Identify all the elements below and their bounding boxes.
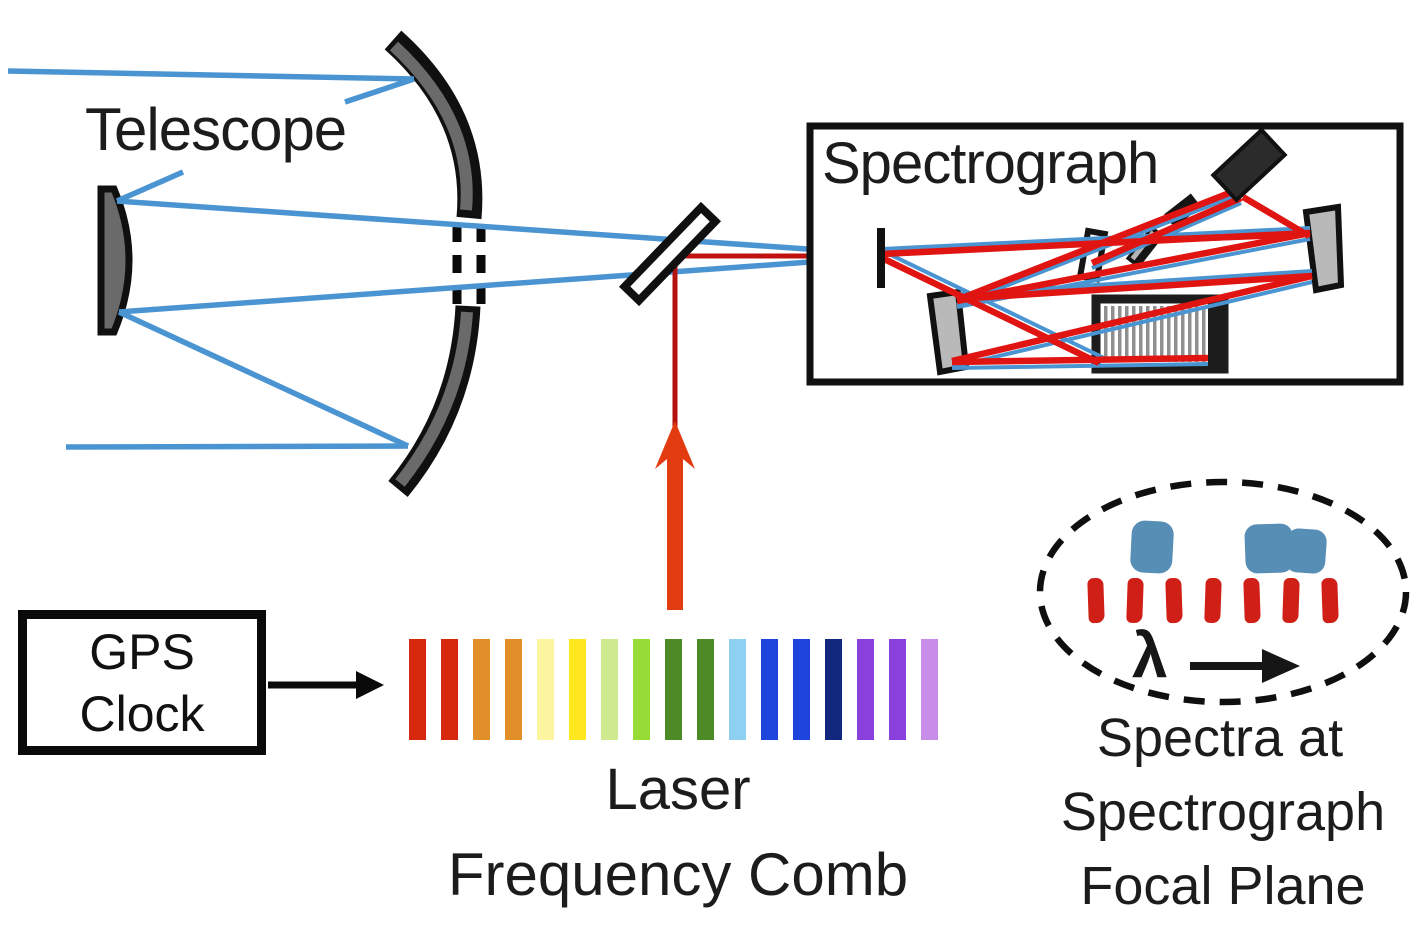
focal-plane-caption-line2: Spectrograph bbox=[1060, 782, 1386, 842]
starlight-rays bbox=[7, 68, 880, 450]
comb-spectrum-mark bbox=[1087, 577, 1105, 624]
focal-plane-caption-line3: Focal Plane bbox=[1080, 856, 1366, 916]
comb-bar bbox=[825, 639, 842, 740]
gps-clock-box: GPS Clock bbox=[18, 610, 266, 755]
comb-bar bbox=[569, 639, 586, 740]
stellar-spectra-blobs bbox=[1130, 520, 1327, 574]
focal-plane-caption-line1: Spectra at bbox=[1096, 708, 1344, 768]
telescope-label: Telescope bbox=[85, 96, 347, 163]
gps-to-comb-arrow-icon bbox=[268, 671, 384, 699]
focal-plane-ellipse bbox=[1036, 478, 1410, 706]
comb-bar bbox=[473, 639, 490, 740]
comb-spectrum-mark bbox=[1282, 577, 1300, 624]
comb-bar bbox=[921, 639, 938, 740]
comb-spectrum-mark bbox=[1126, 577, 1144, 624]
primary-to-secondary-ray-top bbox=[115, 169, 185, 204]
gps-label-line1: GPS bbox=[89, 623, 195, 680]
laser-label: Laser bbox=[605, 757, 751, 822]
spectrograph-label: Spectrograph bbox=[822, 131, 1159, 196]
focal-plane-inset bbox=[1036, 478, 1410, 706]
comb-bar bbox=[409, 639, 426, 740]
comb-bar bbox=[665, 639, 682, 740]
lambda-symbol: λ bbox=[1132, 619, 1168, 691]
comb-bar bbox=[761, 639, 778, 740]
frequency-comb-label: Frequency Comb bbox=[447, 841, 909, 908]
collimator-mirror-right bbox=[1302, 203, 1345, 294]
laser-frequency-comb bbox=[409, 639, 938, 740]
detector bbox=[1210, 127, 1288, 203]
primary-to-secondary-ray-top bbox=[344, 76, 415, 105]
spectrograph-rays-red bbox=[880, 186, 1313, 366]
comb-bar bbox=[633, 639, 650, 740]
comb-spectrum-mark bbox=[1321, 577, 1339, 624]
comb-bar bbox=[857, 639, 874, 740]
incoming-ray-top bbox=[7, 68, 415, 82]
entrance-slit bbox=[877, 228, 885, 288]
secondary-to-slit-ray-bottom bbox=[118, 254, 880, 315]
comb-bar bbox=[537, 639, 554, 740]
comb-input-arrow-icon bbox=[655, 421, 695, 610]
comb-bar bbox=[889, 639, 906, 740]
comb-bar bbox=[441, 639, 458, 740]
comb-spectrum-marks bbox=[1087, 577, 1339, 624]
comb-bar bbox=[697, 639, 714, 740]
incoming-ray-bottom bbox=[65, 443, 409, 450]
comb-spectrum-mark bbox=[1243, 577, 1261, 624]
telescope-primary-mirror bbox=[384, 30, 486, 497]
comb-bar bbox=[601, 639, 618, 740]
comb-bar bbox=[505, 639, 522, 740]
gps-label-line2: Clock bbox=[79, 685, 205, 742]
comb-spectrum-mark bbox=[1165, 577, 1183, 624]
wavelength-arrow-icon bbox=[1190, 649, 1300, 683]
beamsplitter bbox=[618, 201, 722, 307]
comb-spectrum-mark bbox=[1204, 577, 1222, 624]
comb-bar bbox=[793, 639, 810, 740]
secondary-to-slit-ray-top bbox=[116, 198, 880, 257]
primary-to-secondary-ray-bottom bbox=[117, 309, 410, 449]
comb-bar bbox=[729, 639, 746, 740]
